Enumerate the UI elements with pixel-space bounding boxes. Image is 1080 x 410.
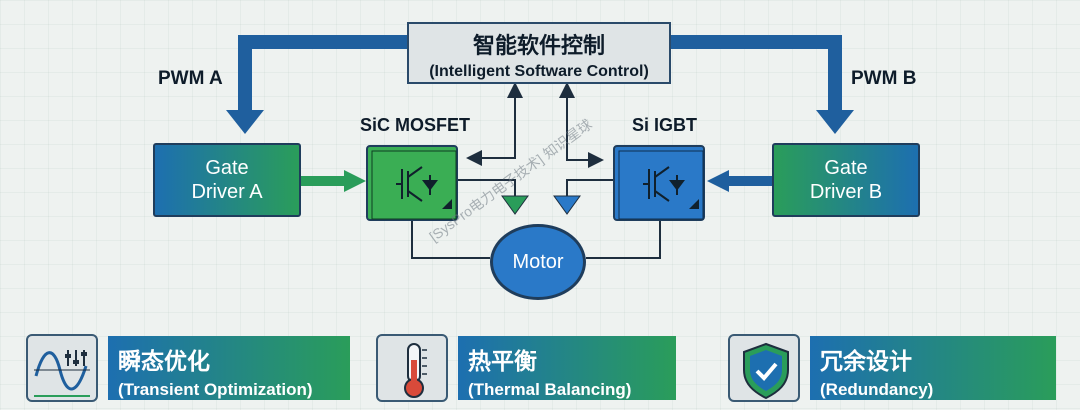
feature-subtitle: (Transient Optimization)	[118, 380, 313, 399]
transistor-icon	[618, 150, 704, 220]
feature-title: 瞬态优化	[118, 348, 210, 374]
pwm-b-label: PWM B	[851, 68, 917, 89]
pwm-a-label: PWM A	[158, 68, 223, 89]
pwm-a-arrowhead	[226, 110, 264, 134]
pwm-a-arrow	[238, 35, 407, 112]
gate-driver-a: Gate Driver A	[153, 143, 301, 217]
gate-driver-b-line2: Driver B	[809, 181, 883, 203]
control-to-sic-line	[466, 84, 516, 166]
sic-motor-arrowhead	[501, 195, 529, 215]
gate-driver-b: Gate Driver B	[772, 143, 920, 217]
sine-wave-sliders-icon	[34, 350, 90, 397]
sic-mosfet-label: SiC MOSFET	[360, 115, 471, 135]
thermometer-icon	[404, 343, 427, 398]
gate-driver-a-line1: Gate	[205, 157, 249, 179]
motor: Motor	[490, 224, 586, 300]
si-igbt-label: Si IGBT	[632, 115, 698, 135]
control-subtitle: (Intelligent Software Control)	[429, 63, 649, 80]
feature-panel: 热平衡 (Thermal Balancing)	[458, 336, 676, 400]
shield-check-icon	[743, 342, 789, 400]
sic-to-motor-line	[458, 179, 516, 198]
feature-panel: 瞬态优化 (Transient Optimization)	[108, 336, 350, 400]
pwm-b-arrow	[671, 35, 842, 112]
control-title: 智能软件控制	[472, 33, 605, 58]
igbt-motor-arrowhead	[553, 195, 581, 215]
si-igbt-chip	[613, 145, 705, 221]
feature-icon-box	[26, 334, 98, 402]
gate-driver-b-line1: Gate	[824, 157, 868, 179]
software-control-box: 智能软件控制 (Intelligent Software Control)	[407, 22, 671, 84]
pwm-b-arrowhead	[816, 110, 854, 134]
feature-icon-box	[376, 334, 448, 402]
feature-title: 热平衡	[468, 348, 537, 374]
feature-subtitle: (Thermal Balancing)	[468, 380, 632, 399]
feature-subtitle: (Redundancy)	[820, 380, 934, 399]
igbt-to-motor-line	[566, 179, 613, 198]
feature-title: 冗余设计	[820, 348, 912, 374]
igbt-bottom-loop	[586, 221, 661, 259]
motor-label: Motor	[512, 250, 564, 273]
transistor-icon	[371, 150, 457, 220]
feature-icon-box	[728, 334, 800, 402]
sic-mosfet-chip	[366, 145, 458, 221]
feature-panel: 冗余设计 (Redundancy)	[810, 336, 1056, 400]
gate-driver-a-line2: Driver A	[191, 181, 263, 203]
sic-bottom-loop	[411, 221, 490, 259]
